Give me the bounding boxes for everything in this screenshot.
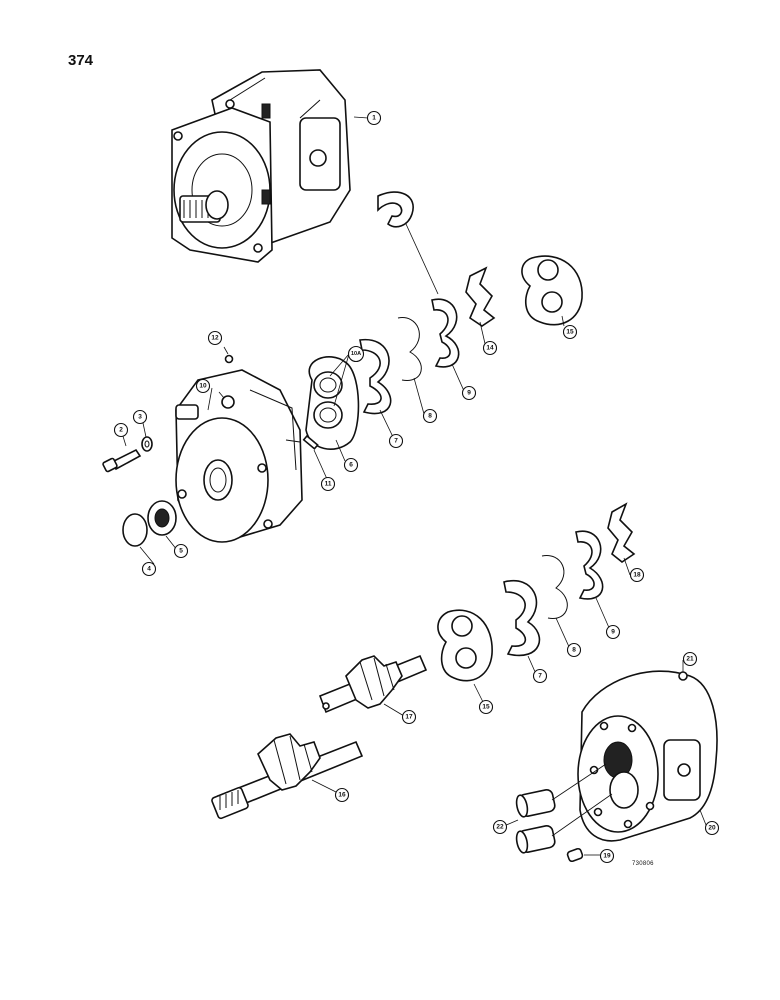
svg-text:3: 3 bbox=[138, 414, 142, 421]
gasket-6 bbox=[305, 356, 360, 450]
svg-text:15: 15 bbox=[566, 329, 574, 336]
callout-6: 6 bbox=[343, 457, 359, 473]
callout-7-lower: 7 bbox=[532, 668, 548, 684]
svg-text:16: 16 bbox=[338, 792, 346, 799]
callout-14: 14 bbox=[482, 340, 498, 356]
callout-16: 16 bbox=[334, 787, 350, 803]
seal-7-lower bbox=[503, 579, 541, 657]
seal-9-lower bbox=[575, 530, 604, 600]
svg-text:8: 8 bbox=[572, 647, 576, 654]
figure-code: 730806 bbox=[632, 861, 654, 867]
driven-gear-17 bbox=[318, 654, 428, 714]
assembled-pump bbox=[171, 69, 351, 263]
seal-8-lower bbox=[541, 555, 568, 619]
callout-20: 20 bbox=[704, 820, 720, 836]
wear-plate-15-lower bbox=[437, 609, 493, 682]
svg-text:5: 5 bbox=[179, 548, 183, 555]
wear-plate-15-upper bbox=[521, 255, 583, 326]
leader-lines bbox=[121, 116, 707, 856]
svg-text:2: 2 bbox=[119, 427, 123, 434]
svg-text:17: 17 bbox=[405, 714, 413, 721]
svg-text:1: 1 bbox=[372, 115, 376, 122]
callout-2: 2 bbox=[113, 422, 129, 438]
seal-8-upper bbox=[397, 317, 422, 381]
callout-3: 3 bbox=[132, 409, 148, 425]
svg-text:10: 10 bbox=[199, 383, 207, 390]
callout-9-upper: 9 bbox=[461, 385, 477, 401]
seal-7-upper bbox=[359, 338, 392, 415]
svg-text:20: 20 bbox=[708, 825, 716, 832]
callout-22: 22 bbox=[492, 819, 508, 835]
svg-text:9: 9 bbox=[467, 390, 471, 397]
svg-text:14: 14 bbox=[486, 345, 494, 352]
svg-text:22: 22 bbox=[496, 824, 504, 831]
snap-ring-4 bbox=[122, 513, 148, 547]
svg-text:15: 15 bbox=[482, 704, 490, 711]
callout-9-lower: 9 bbox=[605, 624, 621, 640]
svg-text:7: 7 bbox=[394, 438, 398, 445]
svg-text:8: 8 bbox=[428, 413, 432, 420]
callout-19: 19 bbox=[599, 848, 615, 864]
seal-detail-top bbox=[377, 191, 439, 295]
dowel-11 bbox=[302, 434, 319, 450]
svg-text:21: 21 bbox=[686, 656, 694, 663]
callout-7-upper: 7 bbox=[388, 433, 404, 449]
plug-21 bbox=[678, 671, 688, 681]
svg-text:7: 7 bbox=[538, 673, 542, 680]
bolt-2 bbox=[102, 448, 142, 473]
backup-18 bbox=[607, 502, 636, 563]
bearing-5 bbox=[147, 500, 177, 536]
callout-4: 4 bbox=[141, 561, 157, 577]
callout-11: 11 bbox=[320, 476, 336, 492]
dowel-19 bbox=[566, 847, 584, 863]
seal-9-upper bbox=[431, 298, 460, 368]
washer-3 bbox=[141, 436, 153, 452]
backup-14 bbox=[465, 266, 496, 327]
svg-text:10A: 10A bbox=[351, 351, 361, 357]
svg-text:6: 6 bbox=[349, 462, 353, 469]
callout-5: 5 bbox=[173, 543, 189, 559]
callout-15-lower: 15 bbox=[478, 699, 494, 715]
callout-15-upper: 15 bbox=[562, 324, 578, 340]
svg-text:19: 19 bbox=[603, 853, 611, 860]
svg-text:9: 9 bbox=[611, 629, 615, 636]
rear-body-20 bbox=[577, 670, 718, 842]
callout-21: 21 bbox=[682, 651, 698, 667]
svg-text:18: 18 bbox=[633, 572, 641, 579]
svg-text:4: 4 bbox=[147, 566, 151, 573]
pin-12 bbox=[224, 354, 234, 364]
svg-text:12: 12 bbox=[211, 335, 219, 342]
callout-1: 1 bbox=[366, 110, 382, 126]
callout-8-upper: 8 bbox=[422, 408, 438, 424]
svg-text:11: 11 bbox=[325, 481, 332, 488]
callout-17: 17 bbox=[401, 709, 417, 725]
front-cover bbox=[175, 369, 303, 543]
callout-10: 10 bbox=[195, 378, 211, 394]
callout-8-lower: 8 bbox=[566, 642, 582, 658]
drive-gear-16 bbox=[211, 733, 364, 820]
callout-10a: 10A bbox=[347, 345, 365, 363]
callout-18: 18 bbox=[629, 567, 645, 583]
page-number: 374 bbox=[68, 52, 94, 69]
callout-12: 12 bbox=[207, 330, 223, 346]
bushings-22 bbox=[515, 763, 613, 854]
